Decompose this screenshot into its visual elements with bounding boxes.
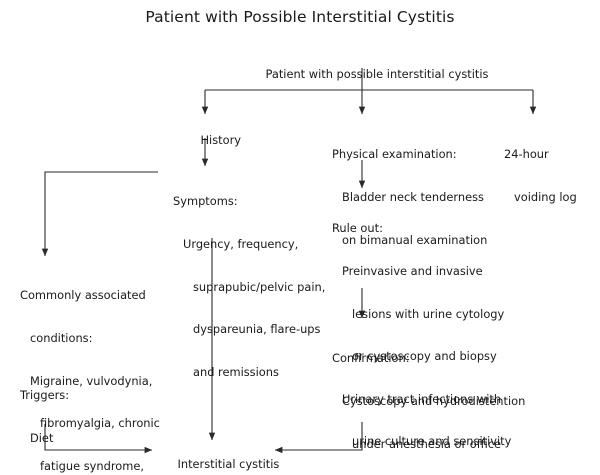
symptoms-line-4: and remissions bbox=[193, 364, 279, 379]
node-rule-out: Rule out: Preinvasive and invasive lesio… bbox=[332, 193, 511, 475]
root-label: Patient with possible interstitial cysti… bbox=[265, 67, 489, 82]
voiding-log-line-0: 24-hour bbox=[504, 147, 549, 162]
node-triggers: Triggers: Diet Sexual activity Allergens bbox=[20, 360, 114, 475]
rule-out-line-4: Urinary tract infections with bbox=[342, 391, 502, 406]
confirmation-line-2: under anesthesia or office bbox=[352, 436, 502, 451]
symptoms-line-1: Urgency, frequency, bbox=[183, 237, 299, 252]
physical-exam-line-2: on bimanual examination bbox=[342, 232, 488, 247]
triggers-line-1: Diet bbox=[30, 431, 54, 446]
page-title: Patient with Possible Interstitial Cysti… bbox=[145, 8, 455, 26]
history-label: History bbox=[200, 133, 242, 148]
symptoms-line-2: suprapubic/pelvic pain, bbox=[193, 279, 326, 294]
outcome-label: Interstitial cystitis bbox=[177, 457, 280, 472]
confirmation-line-0: Confirmation: bbox=[332, 351, 410, 366]
rule-out-line-0: Rule out: bbox=[332, 221, 383, 236]
associated-conditions-line-0: Commonly associated bbox=[20, 288, 146, 303]
physical-exam-line-0: Physical examination: bbox=[332, 147, 457, 162]
node-interstitial-cystitis-outcome: Interstitial cystitis bbox=[163, 443, 279, 475]
connector-symptoms-to-associated-conditions bbox=[41, 171, 158, 257]
associated-conditions-line-2: Migraine, vulvodynia, bbox=[30, 373, 153, 388]
associated-conditions-line-3: fibromyalgia, chronic bbox=[40, 416, 160, 431]
node-confirmation: Confirmation: Cystoscopy and hydrodisten… bbox=[332, 323, 525, 475]
rule-out-line-3: or cystoscopy and biopsy bbox=[352, 349, 497, 364]
physical-exam-line-1: Bladder neck tenderness bbox=[342, 190, 484, 205]
node-commonly-associated-conditions: Commonly associated conditions: Migraine… bbox=[20, 260, 182, 475]
node-patient-with-possible-interstitial-cystitis: Patient with possible interstitial cysti… bbox=[251, 53, 488, 96]
voiding-log-line-1: voiding log bbox=[514, 190, 577, 205]
node-physical-examination: Physical examination: Bladder neck tende… bbox=[332, 119, 487, 275]
confirmation-line-1: Cystoscopy and hydrodistention bbox=[342, 394, 526, 409]
associated-conditions-line-4: fatigue syndrome, bbox=[40, 458, 144, 473]
symptoms-line-0: Symptoms: bbox=[173, 194, 238, 209]
rule-out-line-5: urine culture and sensitivity bbox=[352, 434, 512, 449]
symptoms-line-3: dyspareunia, flare-ups bbox=[193, 322, 321, 337]
node-24-hour-voiding-log: 24-hour voiding log bbox=[504, 119, 577, 233]
rule-out-line-2: lesions with urine cytology bbox=[352, 306, 505, 321]
triggers-line-2: Sexual activity bbox=[30, 474, 114, 475]
triggers-line-0: Triggers: bbox=[20, 388, 70, 403]
node-symptoms: Symptoms: Urgency, frequency, suprapubic… bbox=[173, 166, 325, 407]
associated-conditions-line-1: conditions: bbox=[30, 331, 93, 346]
rule-out-line-1: Preinvasive and invasive bbox=[342, 264, 483, 279]
node-history: History bbox=[186, 119, 241, 162]
